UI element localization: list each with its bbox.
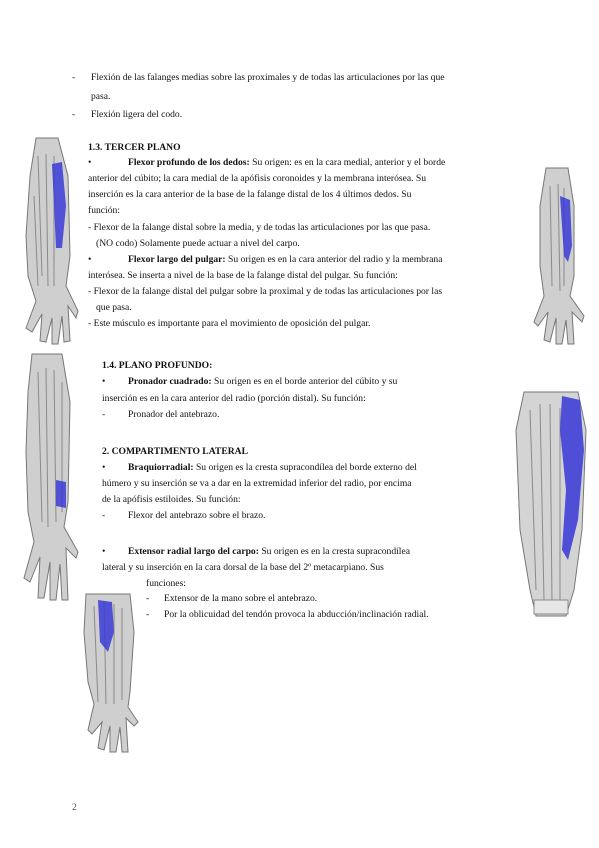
function-line: Flexor del antebrazo sobre el brazo. — [128, 510, 266, 521]
text-line: funciones: — [146, 578, 186, 589]
text-line: inserción es en la cara anterior del rad… — [102, 393, 366, 404]
intro-line-1b: pasa. — [91, 91, 111, 102]
forearm-flexor-pollicis-figure — [520, 166, 596, 346]
text-line: lateral y su inserción en la cara dorsal… — [102, 562, 384, 573]
function-line: (NO codo) Solamente puede actuar a nivel… — [96, 238, 300, 249]
function-line: - Flexor de la falange distal del pulgar… — [88, 286, 443, 297]
function-line: Pronador del antebrazo. — [128, 409, 220, 420]
section-heading-lateral: 2. COMPARTIMENTO LATERAL — [102, 446, 248, 457]
term: Braquiorradial: — [128, 462, 194, 473]
text: Su origen es en la cara anterior del rad… — [225, 254, 443, 265]
forearm-extensor-carpi-figure — [72, 592, 148, 754]
bullet: • — [88, 254, 92, 265]
section-heading-profundo: 1.4. PLANO PROFUNDO: — [102, 360, 213, 371]
bullet: • — [102, 546, 106, 557]
text: Su origen: es en la cara medial, anterio… — [249, 157, 446, 168]
term: Flexor profundo de los dedos: — [128, 157, 250, 168]
list-dash: - — [72, 109, 76, 120]
function-line: Por la oblicuidad del tendón provoca la … — [164, 609, 429, 620]
bullet: • — [88, 157, 92, 168]
pronador-text: Pronador cuadrado: Su origen es en el bo… — [128, 374, 397, 390]
list-dash: - — [102, 510, 106, 521]
list-dash: - — [146, 593, 150, 604]
text: Su origen es en la cresta supracondílea — [258, 546, 410, 557]
term: Pronador cuadrado: — [128, 376, 212, 387]
section-heading-tercer: 1.3. TERCER PLANO — [88, 142, 181, 153]
flexor-largo-pulgar-text: Flexor largo del pulgar: Su origen es en… — [128, 252, 442, 268]
forearm-brachioradialis-figure — [506, 390, 596, 620]
text: Su origen es en el borde anterior del cú… — [211, 376, 398, 387]
text-line: húmero y su inserción se va a dar en la … — [102, 478, 412, 489]
text: Su origen es la cresta supracondílea del… — [193, 462, 417, 473]
text-line: inserción es la cara anterior de la base… — [88, 189, 412, 200]
term: Flexor largo del pulgar: — [128, 254, 226, 265]
braquiorradial-text: Braquiorradial: Su origen es la cresta s… — [128, 460, 417, 476]
term: Extensor radial largo del carpo: — [128, 546, 259, 557]
flexor-profundo-text: Flexor profundo de los dedos: Su origen:… — [128, 155, 445, 171]
text-line: interósea. Se inserta a nivel de la base… — [88, 270, 398, 281]
extensor-text: Extensor radial largo del carpo: Su orig… — [128, 544, 410, 560]
text-line: función: — [88, 205, 120, 216]
intro-line-2: Flexión ligera del codo. — [91, 109, 183, 120]
intro-line-1: Flexión de las falanges medias sobre las… — [91, 72, 445, 83]
function-line: - Flexor de la falange distal sobre la m… — [88, 222, 431, 233]
list-dash: - — [146, 609, 150, 620]
text-line: anterior del cúbito; la cara medial de l… — [88, 173, 427, 184]
forearm-flexor-profundus-figure — [8, 136, 84, 346]
bullet: • — [102, 376, 106, 387]
text-line: de la apófisis estiloides. Su función: — [102, 494, 241, 505]
function-line: Extensor de la mano sobre el antebrazo. — [164, 593, 318, 604]
list-dash: - — [102, 409, 106, 420]
function-line: - Este músculo es importante para el mov… — [88, 318, 371, 329]
page-number: 2 — [72, 802, 77, 813]
function-line: que pasa. — [96, 302, 132, 313]
forearm-pronator-figure — [10, 352, 86, 602]
bullet: • — [102, 462, 106, 473]
list-dash: - — [72, 72, 76, 83]
